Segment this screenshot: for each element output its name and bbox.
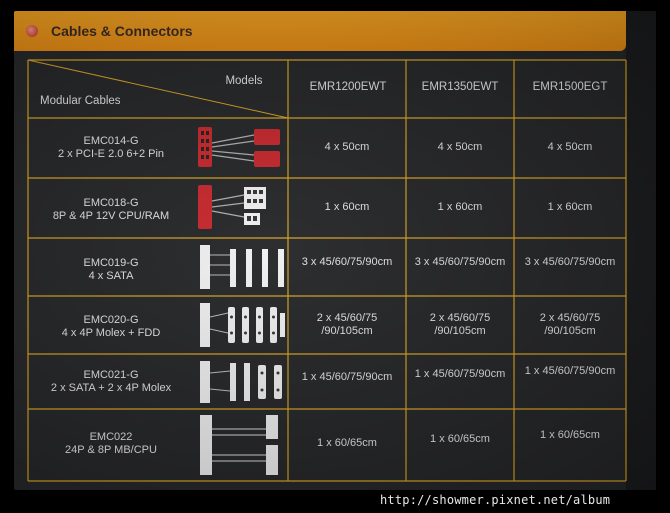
molex-connector-icon xyxy=(200,303,285,347)
row-6-model-desc: 24P & 8P MB/CPU xyxy=(65,444,157,456)
row-4-model-code: EMC020-G xyxy=(83,314,139,326)
row-6-cell-3: 1 x 60/65cm xyxy=(540,429,600,441)
section-title: Cables & Connectors xyxy=(51,23,193,39)
red-bullet-icon xyxy=(26,25,38,37)
section-banner: Cables & Connectors xyxy=(14,11,626,51)
row-2-cell-3: 1 x 60cm xyxy=(547,201,593,213)
row-3-cell-3: 3 x 45/60/75/90cm xyxy=(524,256,616,268)
row-3-cell-1: 3 x 45/60/75/90cm xyxy=(301,256,393,268)
row-4-model-desc: 4 x 4P Molex + FDD xyxy=(61,327,161,339)
row-3-cell-2: 3 x 45/60/75/90cm xyxy=(414,256,506,268)
column-header-2: EMR1350EWT xyxy=(421,81,499,93)
row-2-model-desc: 8P & 4P 12V CPU/RAM xyxy=(52,210,170,222)
row-6-cell-1: 1 x 60/65cm xyxy=(317,437,377,449)
watermark-url: http://showmer.pixnet.net/album xyxy=(380,493,611,507)
row-5-model-code: EMC021-G xyxy=(83,369,139,381)
corner-models-label: Models xyxy=(225,75,263,87)
row-2-cell-2: 1 x 60cm xyxy=(437,201,483,213)
corner-cables-label: Modular Cables xyxy=(40,95,121,107)
row-6-cell-2: 1 x 60/65cm xyxy=(430,433,490,445)
row-5-model-desc: 2 x SATA + 2 x 4P Molex xyxy=(50,382,172,394)
row-1-cell-3: 4 x 50cm xyxy=(547,141,593,153)
photo-edge xyxy=(626,11,656,490)
row-6-model-code: EMC022 xyxy=(89,431,133,443)
sata-connector-icon xyxy=(200,245,284,289)
cpu-connector-icon xyxy=(198,185,266,229)
row-4-cell-1: 2 x 45/60/75 /90/105cm xyxy=(316,312,378,337)
row-5-cell-1: 1 x 45/60/75/90cm xyxy=(301,371,393,383)
row-3-model-code: EMC019-G xyxy=(83,257,139,269)
column-header-1: EMR1200EWT xyxy=(309,81,387,93)
row-1-model-code: EMC014-G xyxy=(83,135,139,147)
row-5-cell-3: 1 x 45/60/75/90cm xyxy=(524,365,616,377)
row-3-model-desc: 4 x SATA xyxy=(88,270,134,282)
row-1-cell-1: 4 x 50cm xyxy=(324,141,370,153)
row-1-cell-2: 4 x 50cm xyxy=(437,141,483,153)
row-2-cell-1: 1 x 60cm xyxy=(324,201,370,213)
row-2-model-code: EMC018-G xyxy=(83,197,139,209)
row-4-cell-3: 2 x 45/60/75 /90/105cm xyxy=(539,312,601,337)
photo-frame: Cables & Connectors Models Modular Cable… xyxy=(14,11,656,490)
sata-molex-connector-icon xyxy=(200,361,282,403)
table-grid xyxy=(27,59,627,482)
column-header-3: EMR1500EGT xyxy=(532,81,608,93)
row-1-model-desc: 2 x PCI-E 2.0 6+2 Pin xyxy=(57,148,165,160)
motherboard-connector-icon xyxy=(200,415,278,475)
row-5-cell-2: 1 x 45/60/75/90cm xyxy=(414,368,506,380)
pcie-connector-icon xyxy=(198,127,280,167)
row-4-cell-2: 2 x 45/60/75 /90/105cm xyxy=(429,312,491,337)
